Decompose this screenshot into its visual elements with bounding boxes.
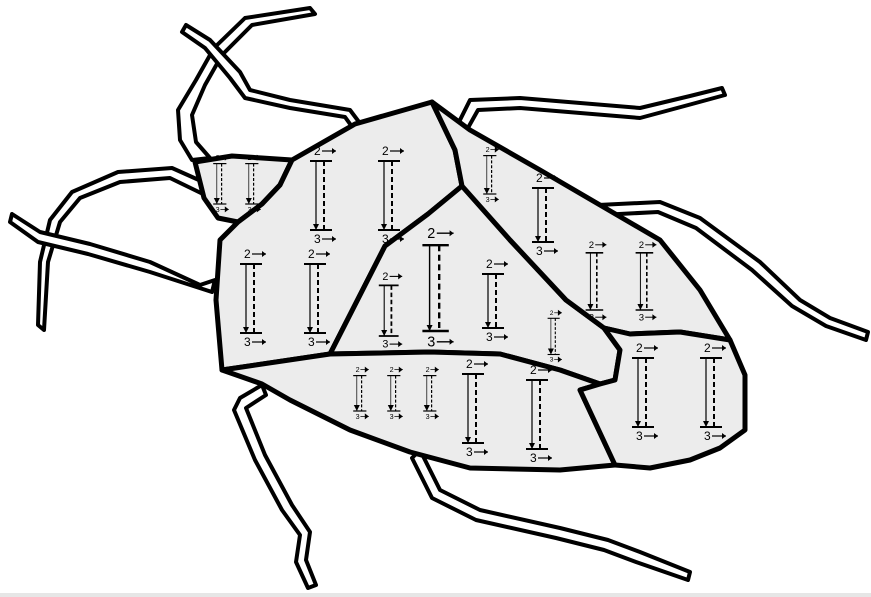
glyph-label-bottom: 3	[486, 330, 493, 344]
glyph-label-top: 2	[589, 240, 594, 251]
glyph-label-top: 2	[216, 153, 220, 162]
glyph-label-bottom: 3	[356, 412, 360, 421]
glyph-label-top: 2	[244, 247, 251, 261]
glyph-label-top: 2	[248, 153, 252, 162]
glyph-label-top: 2	[639, 240, 644, 251]
glyph-label-top: 2	[536, 171, 543, 185]
glyph-label-bottom: 3	[639, 312, 644, 323]
glyph-label-bottom: 3	[216, 205, 220, 214]
glyph-label-top: 2	[426, 365, 430, 374]
glyph-label-top: 2	[382, 271, 388, 283]
glyph-label-bottom: 3	[530, 451, 537, 465]
glyph-label-bottom: 3	[427, 335, 435, 351]
glyph-label-top: 2	[530, 363, 537, 377]
leg-front-right	[455, 88, 725, 135]
glyph-label-top: 2	[427, 226, 435, 242]
glyph-label-bottom: 3	[390, 412, 394, 421]
glyph-label-bottom: 3	[589, 312, 594, 323]
glyph-label-bottom: 3	[314, 232, 321, 246]
bottom-divider	[0, 593, 871, 597]
leg-hind-left	[234, 385, 316, 588]
glyph-label-bottom: 3	[536, 244, 543, 258]
glyph-label-top: 2	[486, 145, 490, 154]
glyph-label-bottom: 3	[382, 232, 389, 246]
glyph-label-top: 2	[356, 365, 360, 374]
glyph-label-bottom: 3	[466, 445, 473, 459]
glyph-label-top: 2	[486, 257, 493, 271]
glyph-label-bottom: 3	[382, 339, 388, 351]
abdomen-plate	[222, 352, 615, 470]
glyph-label-bottom: 3	[550, 357, 554, 364]
glyph-label-bottom: 3	[486, 195, 490, 204]
glyph-label-top: 2	[704, 341, 711, 355]
glyph-label-bottom: 3	[636, 429, 643, 443]
glyph-label-bottom: 3	[308, 335, 315, 349]
glyph-label-top: 2	[314, 144, 321, 158]
glyph-label-bottom: 3	[426, 412, 430, 421]
glyph-label-top: 2	[466, 357, 473, 371]
glyph-label-top: 2	[390, 365, 394, 374]
insect-body	[195, 102, 745, 470]
glyph-label-bottom: 3	[248, 205, 252, 214]
glyph-label-bottom: 3	[244, 335, 251, 349]
glyph-label-top: 2	[550, 310, 554, 317]
glyph-label-top: 2	[382, 144, 389, 158]
glyph-label-top: 2	[636, 341, 643, 355]
glyph-label-bottom: 3	[704, 429, 711, 443]
glyph-label-top: 2	[308, 247, 315, 261]
